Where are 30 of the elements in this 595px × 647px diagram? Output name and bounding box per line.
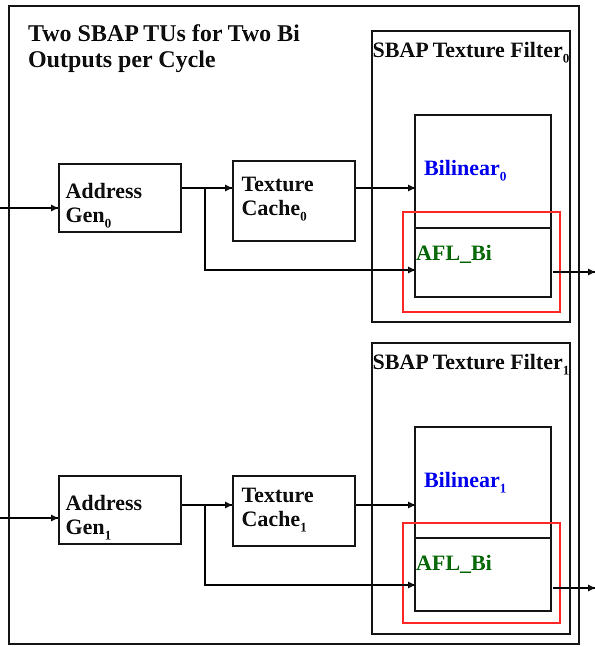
block-label: AFL_Bi — [416, 241, 493, 266]
system-frame — [8, 5, 580, 645]
arrow — [553, 584, 595, 592]
filter-unit — [414, 227, 552, 298]
filter-unit — [414, 537, 552, 612]
filter-block — [370, 30, 570, 322]
block-label: SBAP Texture Filter$_{0}$ — [372, 38, 570, 66]
block-label: Two SBAP TUs for Two Bi Outputs per Cycle — [28, 21, 301, 74]
block-label: AFL_Bi — [416, 551, 493, 576]
block-label: Address Gen$_{0}$ — [66, 178, 144, 231]
block-label: Bilinear$_{1}$ — [424, 468, 508, 496]
block-label: Texture Cache$_{1}$ — [242, 482, 315, 535]
arrow — [553, 268, 595, 276]
process-box — [58, 474, 182, 544]
process-box — [232, 160, 356, 242]
arrow — [0, 204, 58, 212]
block-label: Address Gen$_{1}$ — [66, 490, 144, 543]
block-label: SBAP Texture Filter$_{1}$ — [372, 350, 570, 378]
filter-unit — [414, 114, 552, 229]
block-label: Bilinear$_{0}$ — [424, 156, 508, 184]
process-box — [58, 162, 182, 232]
arrow — [182, 187, 415, 274]
process-box — [232, 474, 356, 546]
filter-unit — [414, 426, 552, 539]
block-label: Texture Cache$_{0}$ — [242, 172, 315, 224]
arrow — [182, 504, 415, 588]
arrow — [356, 502, 415, 508]
arrow — [356, 184, 415, 192]
arrow — [0, 514, 58, 522]
filter-block — [370, 342, 570, 634]
